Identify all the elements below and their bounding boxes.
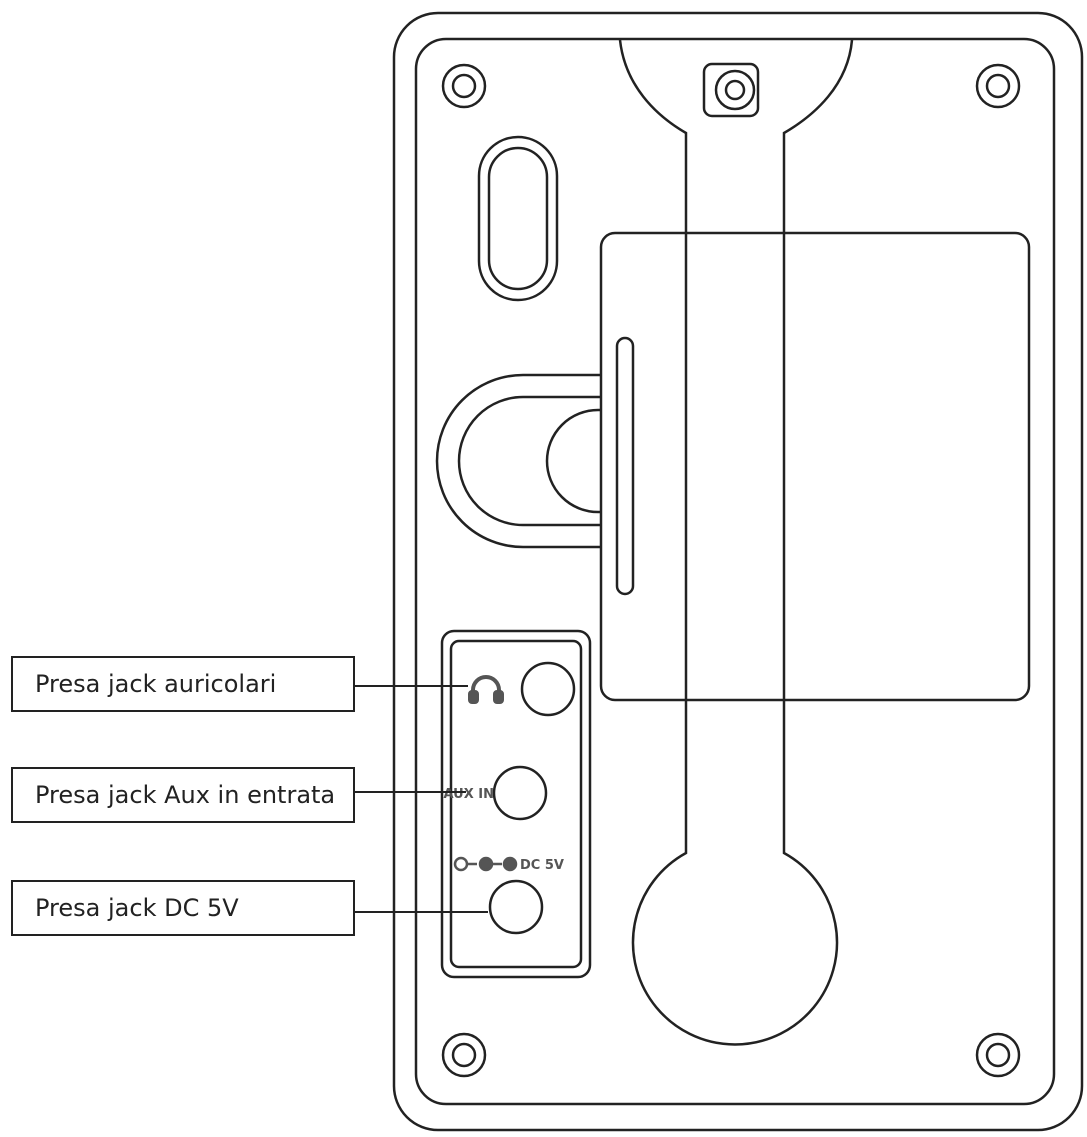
dc-5v-socket <box>488 879 544 935</box>
headphones-icon <box>468 675 504 704</box>
oval-button <box>477 135 559 302</box>
device-housing-inner <box>414 37 1056 1106</box>
callout-label: Presa jack auricolari <box>35 670 277 698</box>
callout-aux-in-jack: Presa jack Aux in entrata <box>11 767 355 823</box>
dc-polarity-icon <box>453 856 518 872</box>
aux-in-label: AUX IN <box>444 787 494 802</box>
device-housing-outer <box>392 11 1084 1132</box>
screw-bottom-right <box>975 1032 1021 1078</box>
callout-dc-5v-jack: Presa jack DC 5V <box>11 880 355 936</box>
connector-panel <box>440 629 592 979</box>
headphone-socket <box>520 661 576 717</box>
rear-panel-cover <box>599 231 1031 702</box>
dc-5v-label: DC 5V <box>520 858 564 873</box>
screw-bottom-left <box>441 1032 487 1078</box>
stand-clip <box>435 336 635 596</box>
callout-label: Presa jack DC 5V <box>35 894 239 922</box>
top-center-screw <box>702 62 760 118</box>
callout-label: Presa jack Aux in entrata <box>35 781 336 809</box>
carry-handle-strap <box>618 39 854 1046</box>
screw-top-left <box>441 63 487 109</box>
callout-headphone-jack: Presa jack auricolari <box>11 656 355 712</box>
screw-top-right <box>975 63 1021 109</box>
aux-in-socket <box>492 765 548 821</box>
